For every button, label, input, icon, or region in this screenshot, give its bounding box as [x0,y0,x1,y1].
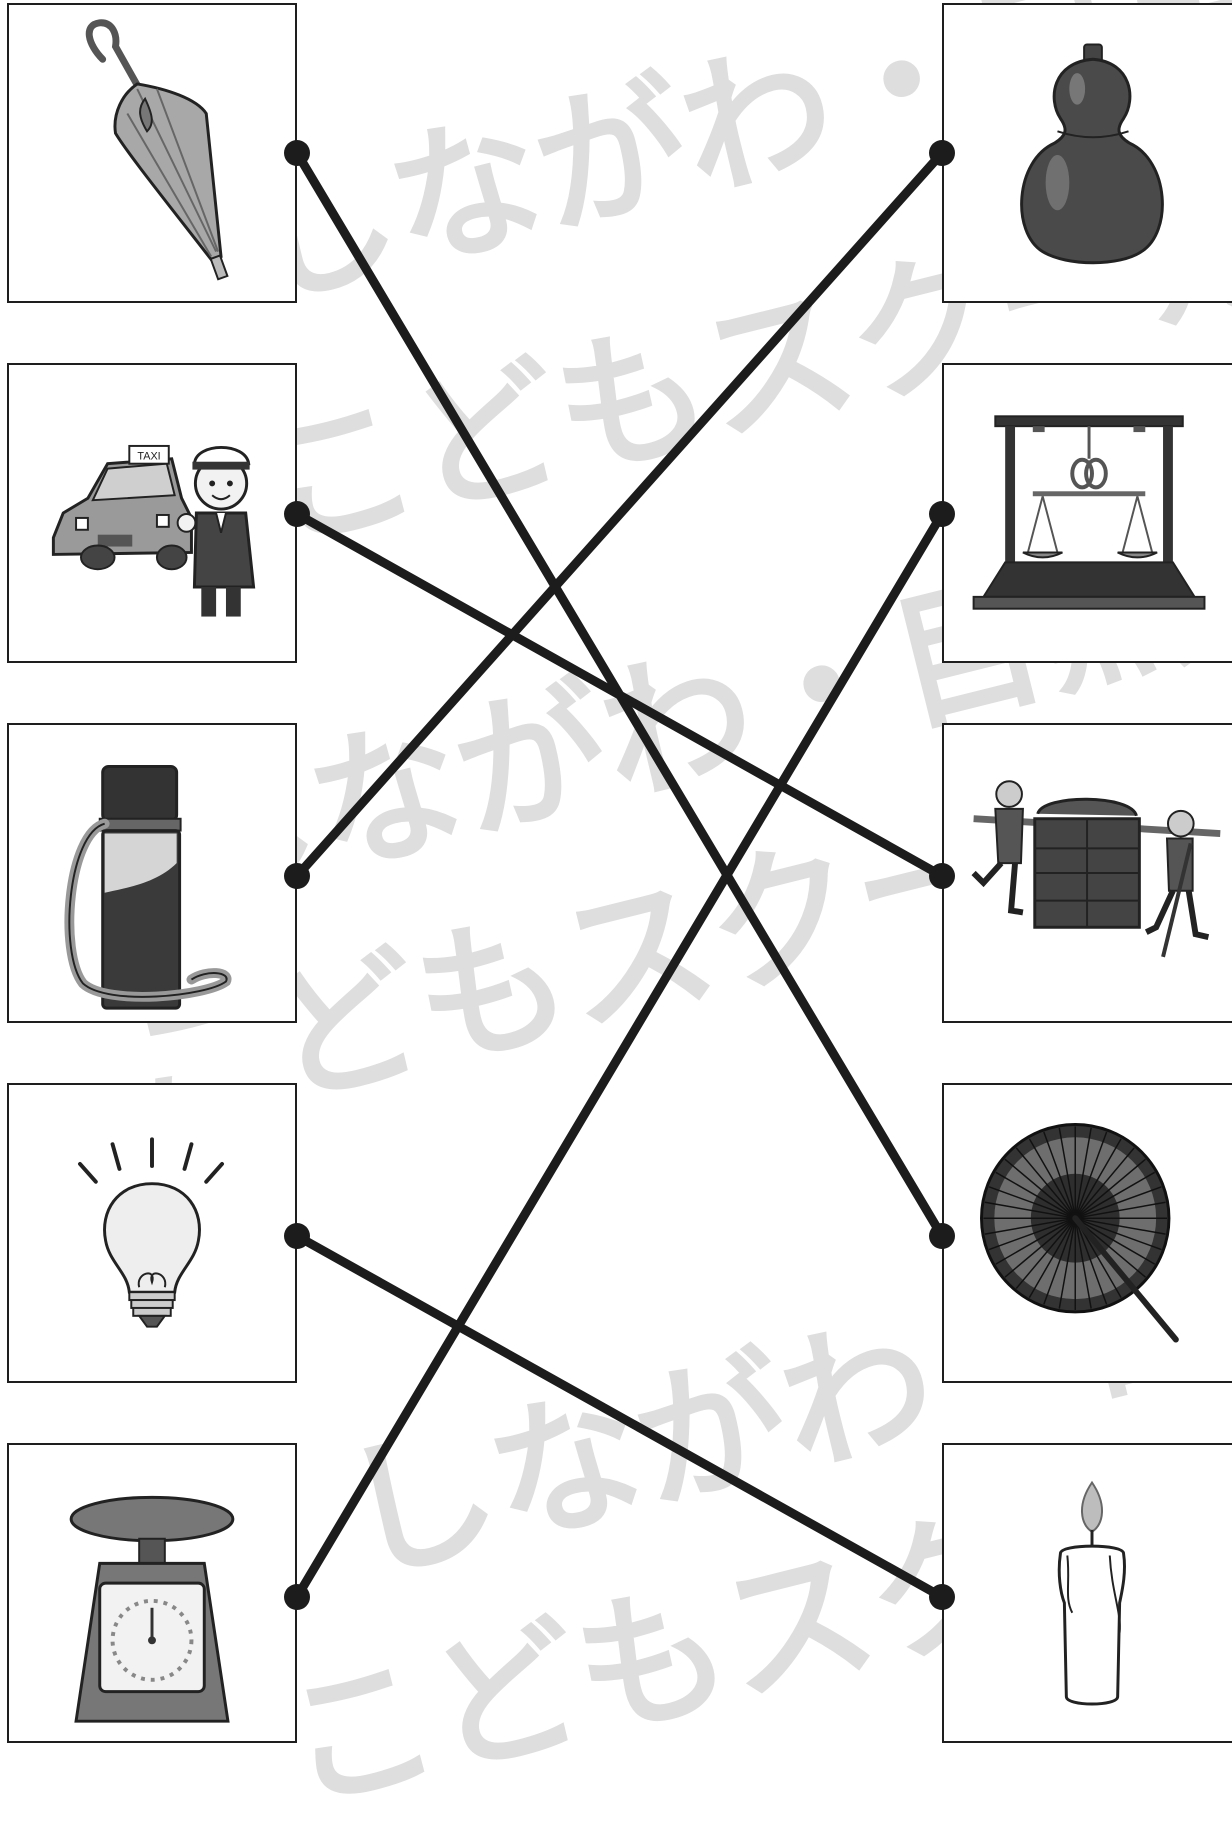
right-connector-dot[interactable] [929,140,955,166]
left-connector-dot[interactable] [284,1223,310,1249]
left-connector-dot[interactable] [284,501,310,527]
connection-line [297,514,942,876]
connection-line [297,1236,942,1597]
left-connector-dot[interactable] [284,863,310,889]
right-connector-dot[interactable] [929,501,955,527]
right-connector-dot[interactable] [929,1584,955,1610]
right-connector-dot[interactable] [929,1223,955,1249]
connection-line [297,153,942,876]
left-connector-dot[interactable] [284,1584,310,1610]
matching-lines [0,0,1232,1744]
connection-line [297,514,942,1597]
left-connector-dot[interactable] [284,140,310,166]
right-connector-dot[interactable] [929,863,955,889]
